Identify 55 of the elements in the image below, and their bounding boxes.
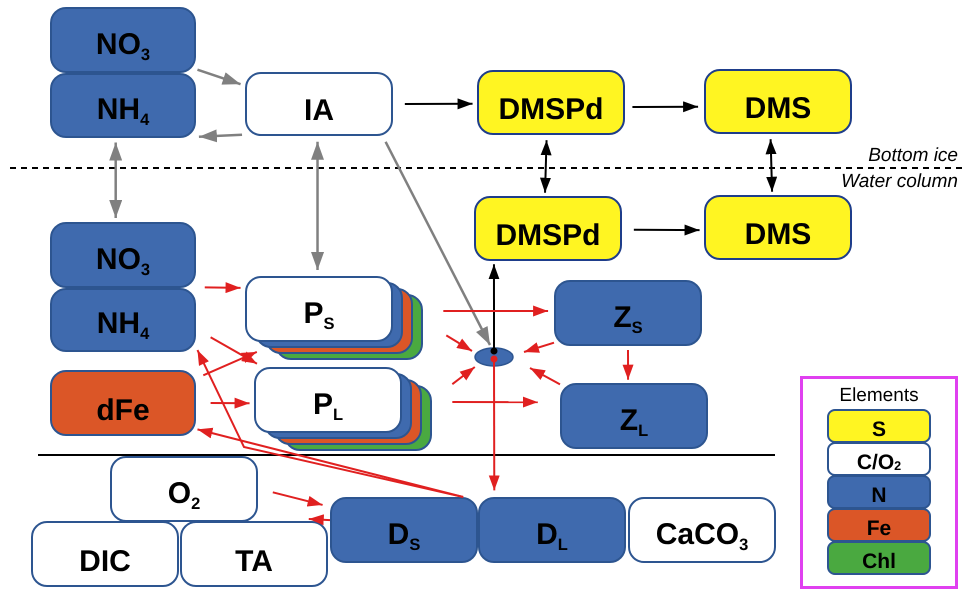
alkalinity-box: TA bbox=[180, 521, 328, 587]
phytoplankton-box: P$_{S}$ bbox=[245, 276, 393, 342]
arrow bbox=[766, 139, 778, 192]
dmspd-box: DMSPd bbox=[474, 196, 622, 261]
arrow bbox=[524, 342, 554, 353]
ammonium-box: NH$_{4}$ bbox=[50, 288, 196, 352]
legend-swatch: Chl bbox=[827, 541, 931, 575]
arrow bbox=[452, 366, 476, 385]
detritus-box: D$_{L}$ bbox=[478, 497, 626, 563]
legend-title: Elements bbox=[839, 385, 919, 407]
nitrate-box: NO$_{3}$ bbox=[50, 7, 196, 73]
nitrate-box: NO$_{3}$ bbox=[50, 222, 196, 288]
pool-ellipse bbox=[474, 347, 514, 367]
legend-swatch: N bbox=[827, 475, 931, 509]
arrow bbox=[540, 140, 552, 193]
arrow bbox=[197, 428, 464, 498]
legend-swatch: S bbox=[827, 409, 931, 443]
arrow bbox=[198, 129, 242, 142]
arrow bbox=[210, 398, 250, 409]
arrow bbox=[311, 142, 324, 270]
zone-label: Bottom ice bbox=[868, 145, 958, 167]
arrow bbox=[308, 514, 330, 526]
zooplankton-box: Z$_{S}$ bbox=[554, 280, 702, 346]
arrow bbox=[446, 334, 473, 352]
arrow bbox=[634, 224, 700, 236]
arrow bbox=[197, 68, 241, 86]
oxygen-box: O$_{2}$ bbox=[110, 456, 258, 522]
arrow bbox=[452, 396, 538, 408]
legend-swatch: C/O$_{2}$ bbox=[827, 442, 931, 476]
zone-label: Water column bbox=[841, 171, 958, 193]
calcite-box: CaCO$_{3}$ bbox=[628, 497, 776, 563]
arrow bbox=[632, 101, 698, 112]
dmspd-box: DMSPd bbox=[477, 70, 625, 135]
iron-box: dFe bbox=[50, 370, 196, 436]
carbon-box: DIC bbox=[31, 521, 179, 587]
arrow bbox=[404, 98, 473, 110]
arrow bbox=[443, 306, 548, 317]
arrow bbox=[204, 282, 241, 294]
dms-box: DMS bbox=[704, 69, 852, 134]
ammonium-box: NH$_{4}$ bbox=[50, 73, 196, 138]
dms-box: DMS bbox=[704, 195, 852, 260]
arrow bbox=[622, 350, 634, 380]
arrow bbox=[488, 264, 500, 350]
arrow bbox=[109, 142, 122, 218]
arrow bbox=[530, 367, 560, 386]
phytoplankton-box: P$_{L}$ bbox=[254, 367, 402, 433]
arrow bbox=[488, 360, 500, 490]
detritus-box: D$_{S}$ bbox=[330, 497, 478, 563]
legend-swatch: Fe bbox=[827, 508, 931, 542]
arrow bbox=[272, 491, 323, 507]
ice-algae-box: IA bbox=[245, 72, 393, 136]
arrow bbox=[210, 336, 258, 365]
zooplankton-box: Z$_{L}$ bbox=[560, 383, 708, 449]
arrow bbox=[384, 141, 492, 346]
arrow bbox=[202, 350, 258, 376]
